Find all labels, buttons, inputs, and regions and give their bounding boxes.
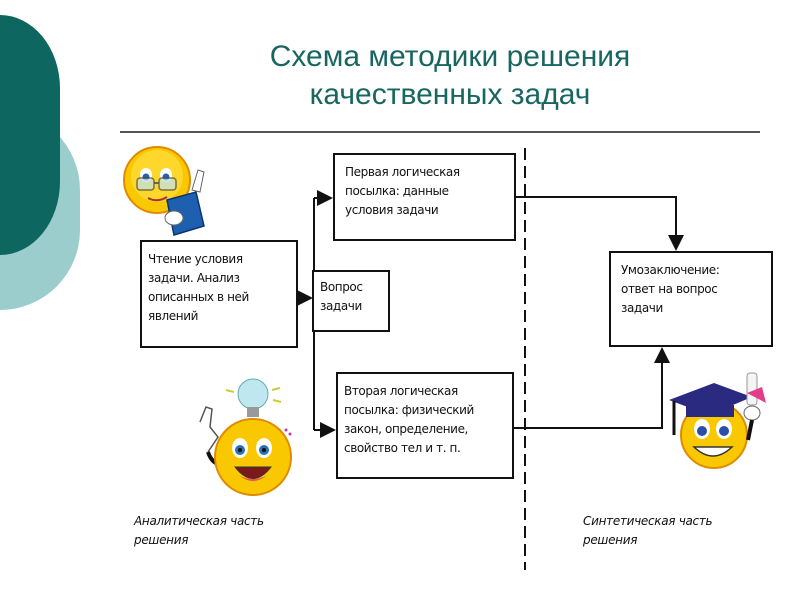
node-text: Чтение условия <box>148 252 243 266</box>
caption-analytic: Аналитическая часть решения <box>134 512 264 550</box>
slide-title: Схема методики решения качественных зада… <box>140 38 760 114</box>
decorative-circle-dark <box>0 15 60 255</box>
caption-text: Синтетическая часть <box>583 514 713 528</box>
node-text: закон, определение, <box>344 422 468 436</box>
node-text: Вторая логическая <box>344 384 458 398</box>
node-text: ответ на вопрос <box>621 282 718 296</box>
node-text: задачи. Анализ <box>148 271 240 285</box>
node-text: свойство тел и т. п. <box>344 441 461 455</box>
caption-text: решения <box>583 533 638 547</box>
node-text: посылка: данные <box>345 184 449 198</box>
smiley-with-graduation-cap-icon <box>669 372 766 469</box>
node-text: задачи <box>320 299 362 313</box>
node-second-premise: Вторая логическая посылка: физический за… <box>336 372 514 479</box>
node-text: Вопрос <box>320 280 363 294</box>
node-text: описанных в ней <box>148 290 249 304</box>
title-divider <box>120 131 760 133</box>
caption-synthetic: Синтетическая часть решения <box>583 512 713 550</box>
edge-first-conclusion <box>516 196 684 251</box>
caption-text: Аналитическая часть <box>134 514 264 528</box>
node-text: условия задачи <box>345 203 439 217</box>
title-line-1: Схема методики решения <box>269 40 631 73</box>
node-text: Первая логическая <box>345 165 460 179</box>
node-first-premise: Первая логическая посылка: данные услови… <box>333 153 516 241</box>
node-text: посылка: физический <box>344 403 474 417</box>
node-question: Вопрос задачи <box>312 270 390 332</box>
smiley-with-glasses-and-book-icon <box>123 146 205 236</box>
node-reading: Чтение условия задачи. Анализ описанных … <box>140 240 298 348</box>
title-line-2: качественных задач <box>309 78 591 111</box>
caption-text: решения <box>134 533 189 547</box>
smiley-with-lightbulb-icon <box>199 378 292 496</box>
node-text: явлений <box>148 309 198 323</box>
edge-second-conclusion <box>514 347 670 429</box>
node-text: задачи <box>621 301 663 315</box>
node-conclusion: Умозаключение: ответ на вопрос задачи <box>609 251 773 347</box>
node-text: Умозаключение: <box>621 263 720 277</box>
